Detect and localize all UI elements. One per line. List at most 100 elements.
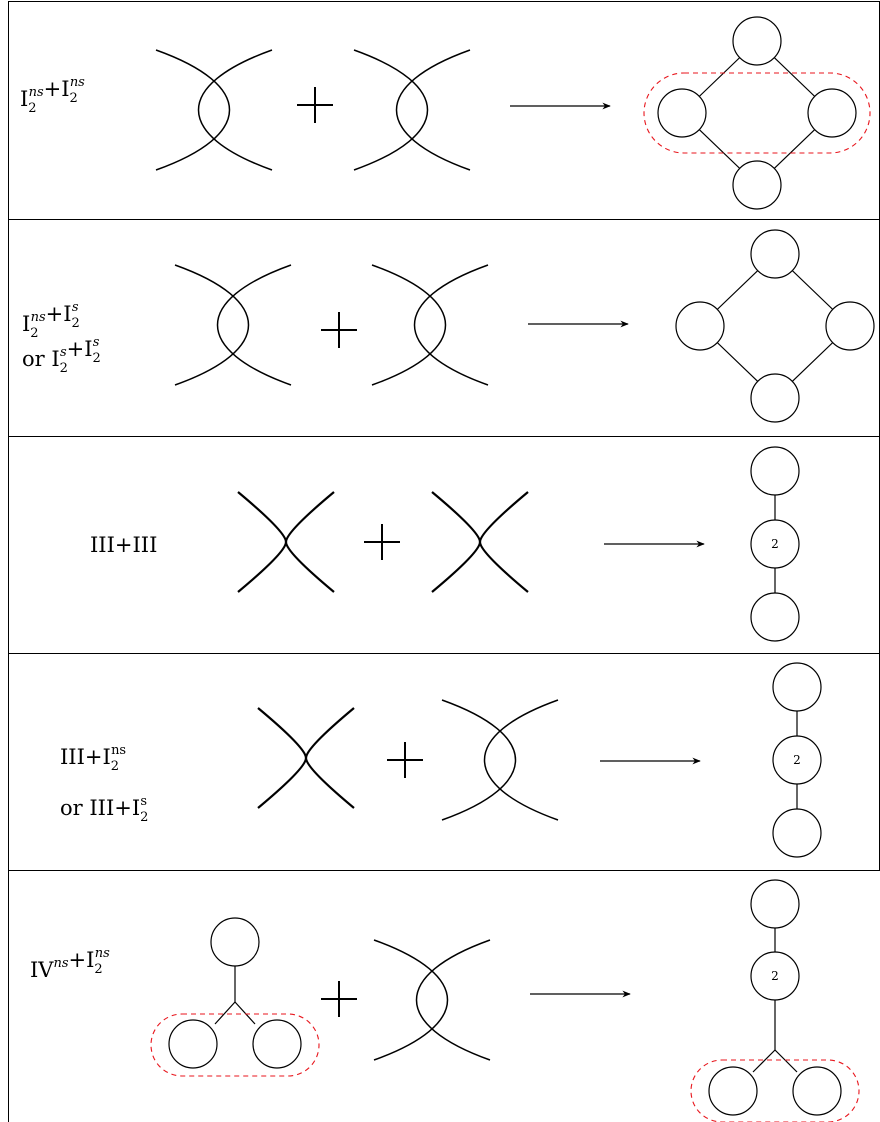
highlight-pair <box>690 1059 860 1122</box>
graph-node <box>210 917 260 967</box>
graph-edge <box>214 1001 236 1025</box>
row-label-line: I2ns+I2ns <box>20 75 85 116</box>
curve-branch <box>431 491 482 593</box>
graph-node <box>807 88 857 138</box>
row-3: III+III 2 <box>90 446 800 642</box>
right-curve <box>353 49 471 171</box>
label-part: s <box>72 300 79 315</box>
label-part: s <box>140 794 147 809</box>
node-label: 2 <box>793 753 801 767</box>
right-curve <box>373 939 491 1061</box>
graph-node <box>750 373 800 423</box>
curve-branch <box>284 491 335 593</box>
row-label-line: IVns+I2ns <box>30 946 110 982</box>
curve-branch <box>257 707 308 809</box>
graph-edge <box>234 1001 256 1025</box>
row-label-line: III+III <box>90 533 157 557</box>
graph-node <box>825 301 875 351</box>
curve-branch <box>441 699 516 821</box>
curve-branch <box>371 264 446 386</box>
left-curve <box>150 917 320 1077</box>
graph-edge <box>752 1049 776 1073</box>
label-part: 2 <box>30 326 38 341</box>
result-graph: 2 <box>690 879 860 1122</box>
label-part: ns <box>70 75 85 90</box>
curve-branch <box>174 264 249 386</box>
graph-node <box>750 446 800 496</box>
graph-node <box>252 1019 302 1069</box>
graph-node <box>750 229 800 279</box>
graph-node <box>750 519 800 569</box>
graph-node <box>708 1066 758 1116</box>
curve-branch <box>416 939 491 1061</box>
label-part: +I <box>44 77 70 101</box>
label-part: 2 <box>60 361 68 376</box>
label-part: or I <box>22 347 60 371</box>
label-part: ns <box>29 85 44 100</box>
graph-node <box>792 1066 842 1116</box>
graph-node <box>168 1019 218 1069</box>
curve-branch <box>353 49 428 171</box>
label-part: s <box>93 335 100 350</box>
curve-branch <box>155 49 230 171</box>
curve-branch <box>217 264 292 386</box>
label-part: +I <box>67 337 93 361</box>
label-part: ns <box>95 946 110 961</box>
graph-edge <box>774 1049 798 1073</box>
label-part: s <box>60 345 67 360</box>
row-label-line: or III+I2s <box>60 794 148 825</box>
graph-node <box>732 16 782 66</box>
right-curve <box>441 699 559 821</box>
highlight-pair <box>150 1013 320 1077</box>
graph-node <box>772 662 822 712</box>
label-part: 2 <box>72 316 80 331</box>
curve-branch <box>198 49 273 171</box>
curve-branch <box>237 491 288 593</box>
graph-node <box>732 160 782 210</box>
right-curve <box>431 491 529 593</box>
label-part: +I <box>69 948 95 972</box>
left-curve <box>237 491 335 593</box>
curve-branch <box>414 264 489 386</box>
label-part: III+I <box>60 745 111 769</box>
label-part: 2 <box>111 759 119 774</box>
graph-node <box>750 879 800 929</box>
result-graph <box>643 16 871 210</box>
graph-node <box>675 301 725 351</box>
label-part: 2 <box>140 810 148 825</box>
label-part: ns <box>31 310 46 325</box>
curve-branch <box>304 707 355 809</box>
label-part: 2 <box>94 962 102 977</box>
label-part: ns <box>111 743 126 758</box>
result-graph: 2 <box>772 662 822 858</box>
curve-branch <box>396 49 471 171</box>
label-part: 2 <box>93 351 101 366</box>
label-part: 2 <box>70 91 78 106</box>
label-part: I <box>20 87 28 111</box>
label-part: 2 <box>28 101 36 116</box>
curve-branch <box>484 699 559 821</box>
node-label: 2 <box>771 537 779 551</box>
result-graph <box>675 229 875 423</box>
left-curve <box>174 264 292 386</box>
graph-node <box>750 592 800 642</box>
node-label: 2 <box>771 969 779 983</box>
graph-node <box>772 808 822 858</box>
row-label-line: or I2s+I2s <box>22 335 101 376</box>
result-graph: 2 <box>750 446 800 642</box>
row-label-line: III+I2ns <box>60 743 126 774</box>
row-1: I2ns+I2ns <box>20 16 871 210</box>
left-curve <box>257 707 355 809</box>
label-part: or III+I <box>60 796 140 820</box>
left-curve <box>155 49 273 171</box>
curve-branch <box>478 491 529 593</box>
label-part: ns <box>53 956 68 971</box>
label-part: III+III <box>90 533 157 557</box>
graph-node <box>772 735 822 785</box>
label-part: I <box>22 312 30 336</box>
graph-node <box>750 951 800 1001</box>
row-label-line: I2ns+I2s <box>22 300 80 341</box>
